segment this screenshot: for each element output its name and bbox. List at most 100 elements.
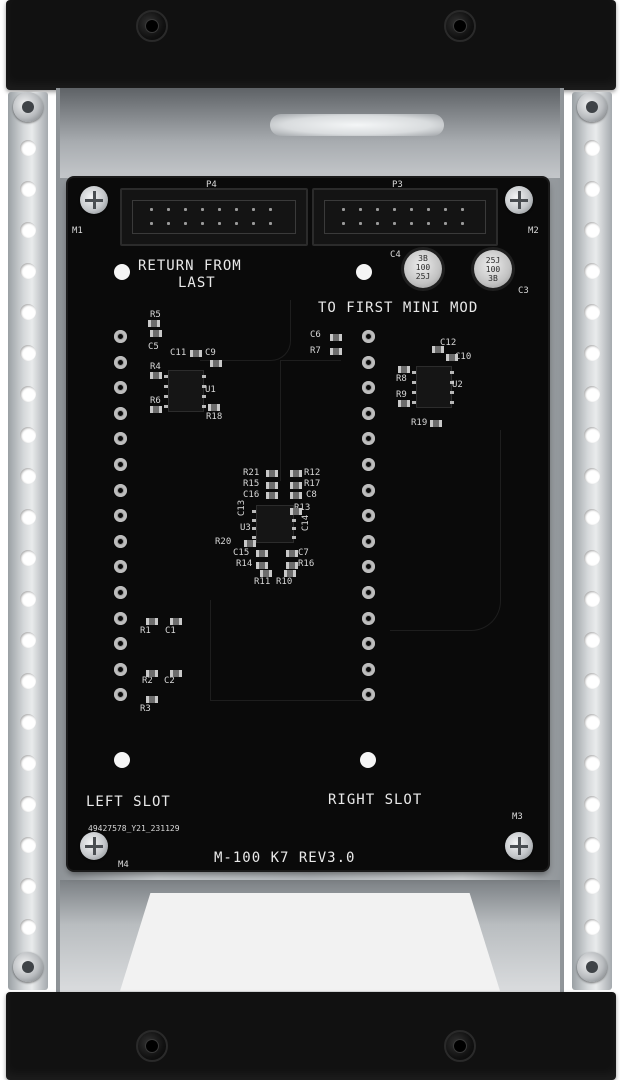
- header-right-label: P3: [392, 180, 403, 190]
- header-pin: [150, 208, 153, 211]
- header-pin: [359, 222, 362, 225]
- header-pin: [252, 222, 255, 225]
- smd-part: [146, 696, 158, 703]
- ic-pin: [292, 536, 296, 539]
- perforation-hole: [584, 222, 600, 238]
- smd-part: [146, 670, 158, 677]
- perforation-hole: [20, 878, 36, 894]
- bottom-bracket-cutout: [120, 893, 500, 991]
- smd-part: [266, 482, 278, 489]
- mounting-hole: [114, 752, 130, 768]
- smd-part: [290, 470, 302, 477]
- ic-pin: [412, 401, 416, 404]
- component-ref-r15: R15: [243, 479, 260, 489]
- component-ref-c13: C13: [237, 499, 248, 517]
- through-hole-pad: [114, 355, 127, 369]
- header-pin: [269, 222, 272, 225]
- perforation-hole: [20, 796, 36, 812]
- ic-pin: [202, 405, 206, 408]
- perforation-hole: [584, 714, 600, 730]
- smd-part: [432, 346, 444, 353]
- header-pin: [444, 222, 447, 225]
- perforation-hole: [20, 632, 36, 648]
- perforation-hole: [584, 919, 600, 935]
- board-code: 49427578_Y21_231129: [88, 824, 180, 833]
- left-perforated-strip: [8, 92, 48, 990]
- pcb-trace: [390, 430, 501, 631]
- component-ref-r12: R12: [304, 468, 321, 478]
- smd-part: [290, 492, 302, 499]
- component-ref-c7: C7: [298, 548, 309, 558]
- left-slot-label: LEFT SLOT: [86, 794, 171, 810]
- through-hole-pad: [362, 381, 375, 395]
- pcb-mount-screw: [80, 832, 108, 860]
- pcb-mount-screw: [505, 186, 533, 214]
- electrolytic-capacitor-c4: [404, 250, 442, 288]
- through-hole-pad: [362, 458, 375, 471]
- perforation-hole: [584, 140, 600, 156]
- through-hole-pad: [114, 637, 127, 651]
- smd-part: [244, 540, 256, 547]
- through-hole-pad: [114, 483, 127, 497]
- through-hole-pad: [362, 483, 375, 497]
- ic-pin: [252, 527, 256, 531]
- smd-part: [256, 562, 268, 569]
- perforation-hole: [20, 919, 36, 935]
- header-pin: [218, 222, 221, 225]
- perforation-hole: [20, 509, 36, 525]
- component-ref-c2: C2: [164, 676, 175, 686]
- component-ref-r5: R5: [150, 310, 161, 320]
- perforation-hole: [20, 673, 36, 689]
- label-m4: M4: [118, 860, 129, 870]
- smd-part: [330, 334, 342, 341]
- cap-c4-ref: C4: [390, 250, 401, 260]
- component-ref-c12: C12: [440, 338, 457, 348]
- perforation-hole: [584, 878, 600, 894]
- ic-pin: [252, 518, 256, 522]
- through-hole-pad: [362, 688, 375, 702]
- component-ref-c9: C9: [205, 348, 216, 358]
- header-pin: [252, 208, 255, 211]
- component-ref-c10: C10: [455, 352, 472, 362]
- through-hole-pad: [362, 509, 375, 523]
- through-hole-pad: [362, 432, 375, 446]
- ribbon-header-right: [312, 188, 498, 246]
- component-ref-r9: R9: [396, 390, 407, 400]
- perforation-hole: [20, 755, 36, 771]
- label-m1: M1: [72, 226, 83, 236]
- pcb-mount-screw: [80, 186, 108, 214]
- strip-screw: [13, 92, 43, 122]
- header-pin: [167, 222, 170, 225]
- header-pin: [427, 208, 430, 211]
- perforation-hole: [20, 222, 36, 238]
- header-pin: [201, 208, 204, 211]
- header-pin: [393, 222, 396, 225]
- perforation-hole: [584, 632, 600, 648]
- header-pin: [427, 222, 430, 225]
- pcb-board: [68, 178, 548, 870]
- perforation-hole: [584, 550, 600, 566]
- smd-part: [210, 360, 222, 367]
- through-hole-pad: [114, 381, 127, 395]
- component-ref-u1: U1: [205, 385, 216, 395]
- ic-pin: [164, 375, 168, 378]
- through-hole-pad: [362, 560, 375, 574]
- smd-part: [146, 618, 158, 625]
- ic-pin: [292, 518, 296, 522]
- smd-part: [330, 348, 342, 355]
- component-ref-u2: U2: [452, 380, 463, 390]
- component-ref-r11: R11: [254, 577, 271, 587]
- component-ref-r17: R17: [304, 479, 321, 489]
- smd-part: [170, 670, 182, 677]
- component-ref-r13: R13: [294, 503, 311, 513]
- header-pin: [150, 222, 153, 225]
- header-pin: [342, 222, 345, 225]
- perforation-hole: [584, 427, 600, 443]
- smd-part: [260, 570, 272, 577]
- ic-pin: [164, 385, 168, 388]
- perforation-hole: [584, 304, 600, 320]
- right-slot-label: RIGHT SLOT: [328, 792, 423, 808]
- header-pin: [342, 208, 345, 211]
- component-ref-c15: C15: [233, 548, 250, 558]
- header-pin: [410, 222, 413, 225]
